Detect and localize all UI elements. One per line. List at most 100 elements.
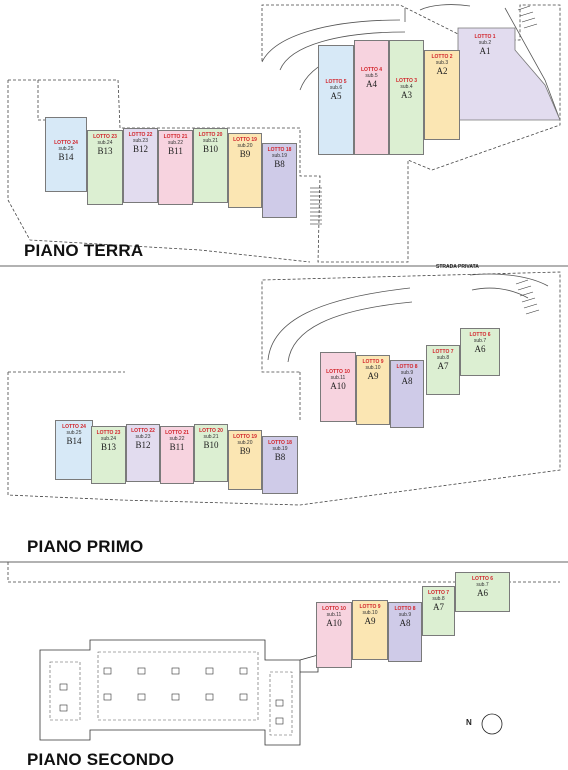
lot-code: B10: [202, 144, 218, 154]
lot-code: A7: [437, 361, 449, 371]
lot-a8[interactable]: LOTTO 8 sub.9 A8: [388, 602, 422, 662]
lot-a4[interactable]: LOTTO 4 sub.5 A4: [354, 40, 389, 155]
lot-sub: sub.22: [169, 436, 185, 442]
lot-a7[interactable]: LOTTO 7 sub.8 A7: [426, 345, 460, 395]
lot-code: A3: [401, 90, 412, 100]
floor-title-first: PIANO PRIMO: [27, 537, 144, 556]
lot-b9[interactable]: LOTTO 19 sub.20 B9: [228, 430, 262, 490]
lot-code: B9: [239, 446, 251, 456]
lot-b10[interactable]: LOTTO 20 sub.21 B10: [194, 424, 228, 482]
lot-code: B8: [274, 452, 286, 462]
lot-label: LOTTO 8: [396, 364, 418, 370]
lot-code: A5: [330, 91, 342, 101]
lot-a7[interactable]: LOTTO 7 sub.8 A7: [422, 586, 455, 636]
lot-sub: sub.8: [432, 596, 445, 602]
lot-code: B14: [66, 436, 82, 446]
lot-code: A4: [366, 79, 377, 89]
lot-label: LOTTO 24: [54, 140, 78, 146]
lot-sub: sub.9: [398, 612, 412, 618]
lot-a8[interactable]: LOTTO 8 sub.9 A8: [390, 360, 424, 428]
lot-sub: sub.25: [66, 430, 82, 436]
lot-sub: sub.9: [400, 370, 414, 376]
lot-label: LOTTO 20: [199, 428, 223, 434]
lot-b12[interactable]: LOTTO 22 sub.23 B12: [123, 128, 158, 203]
lot-code: A6: [474, 344, 486, 354]
lot-sub: sub.21: [203, 434, 219, 440]
lot-code: A8: [399, 618, 411, 628]
lot-code: B13: [100, 442, 116, 452]
lot-sub: sub.4: [400, 84, 413, 90]
lot-sub: sub.11: [330, 375, 346, 381]
lot-sub: sub.21: [202, 138, 218, 144]
lot-sub: sub.5: [365, 73, 378, 79]
lot-b13[interactable]: LOTTO 23 sub.24 B13: [91, 426, 126, 484]
lot-label: LOTTO 7: [427, 590, 450, 596]
lot-label: LOTTO 5: [325, 79, 347, 85]
lot-code: A10: [330, 381, 346, 391]
lot-code: B13: [97, 146, 113, 156]
lot-a1[interactable]: LOTTO 1 sub.2 A1: [460, 30, 510, 70]
lot-code: B9: [239, 149, 251, 159]
lot-label: LOTTO 9: [362, 359, 384, 365]
lot-code: A9: [364, 616, 376, 626]
lot-b13[interactable]: LOTTO 23 sub.24 B13: [87, 130, 123, 205]
lot-label: LOTTO 19: [233, 137, 257, 143]
lot-label: LOTTO 23: [96, 430, 121, 436]
lot-a6[interactable]: LOTTO 6 sub.7 A6: [455, 572, 510, 612]
lot-label: LOTTO 22: [131, 428, 155, 434]
lot-sub: sub.11: [326, 612, 342, 618]
lot-label: LOTTO 18: [267, 147, 292, 153]
lot-sub: sub.20: [237, 143, 253, 149]
lot-sub: sub.6: [329, 85, 343, 91]
lot-b10[interactable]: LOTTO 20 sub.21 B10: [193, 128, 228, 203]
lot-code: A7: [433, 602, 444, 612]
lot-b14[interactable]: LOTTO 24 sub.25 B14: [45, 117, 87, 192]
lot-b14[interactable]: LOTTO 24 sub.25 B14: [55, 420, 93, 480]
lot-label: LOTTO 4: [360, 67, 383, 73]
lot-b11[interactable]: LOTTO 21 sub.22 B11: [158, 130, 193, 205]
lot-b9[interactable]: LOTTO 19 sub.20 B9: [228, 133, 262, 208]
lot-label: LOTTO 19: [233, 434, 257, 440]
lot-label: LOTTO 21: [163, 134, 188, 140]
lot-code: A8: [401, 376, 413, 386]
lot-label: LOTTO 24: [62, 424, 86, 430]
lot-code: B14: [58, 152, 74, 162]
lot-code: B11: [169, 442, 185, 452]
lot-sub: sub.24: [97, 140, 113, 146]
lot-code: A1: [479, 46, 491, 56]
lot-a6[interactable]: LOTTO 6 sub.7 A6: [460, 328, 500, 376]
lot-sub: sub.22: [167, 140, 183, 146]
compass-rose: [480, 712, 504, 736]
lot-label: LOTTO 3: [395, 78, 418, 84]
lot-sub: sub.10: [362, 610, 378, 616]
lot-label: LOTTO 1: [474, 34, 496, 40]
lot-sub: sub.23: [135, 434, 151, 440]
lot-b8[interactable]: LOTTO 18 sub.19 B8: [262, 143, 297, 218]
lot-b12[interactable]: LOTTO 22 sub.23 B12: [126, 424, 160, 482]
lot-sub: sub.24: [100, 436, 116, 442]
lot-label: LOTTO 6: [471, 576, 494, 582]
lot-code: A9: [367, 371, 379, 381]
lot-label: LOTTO 9: [359, 604, 381, 610]
lot-code: B8: [274, 159, 285, 169]
floor-title-ground: PIANO TERRA: [24, 241, 144, 260]
lot-label: LOTTO 6: [469, 332, 491, 338]
lot-a9[interactable]: LOTTO 9 sub.10 A9: [352, 600, 388, 660]
lot-label: LOTTO 8: [394, 606, 416, 612]
lot-b11[interactable]: LOTTO 21 sub.22 B11: [160, 426, 194, 484]
lot-a5[interactable]: LOTTO 5 sub.6 A5: [318, 45, 354, 155]
lot-code: B11: [168, 146, 183, 156]
lot-code: A10: [326, 618, 342, 628]
lot-sub: sub.19: [272, 446, 288, 452]
lot-a10[interactable]: LOTTO 10 sub.11 A10: [320, 352, 356, 422]
lot-label: LOTTO 10: [322, 606, 346, 612]
lot-a9[interactable]: LOTTO 9 sub.10 A9: [356, 355, 390, 425]
lot-a2[interactable]: LOTTO 2 sub.3 A2: [424, 50, 460, 140]
lot-sub: sub.10: [365, 365, 381, 371]
lot-sub: sub.25: [58, 146, 74, 152]
lot-a10[interactable]: LOTTO 10 sub.11 A10: [316, 602, 352, 668]
lot-b8[interactable]: LOTTO 18 sub.19 B8: [262, 436, 298, 494]
lot-a3[interactable]: LOTTO 3 sub.4 A3: [389, 40, 424, 155]
lot-sub: sub.20: [237, 440, 253, 446]
